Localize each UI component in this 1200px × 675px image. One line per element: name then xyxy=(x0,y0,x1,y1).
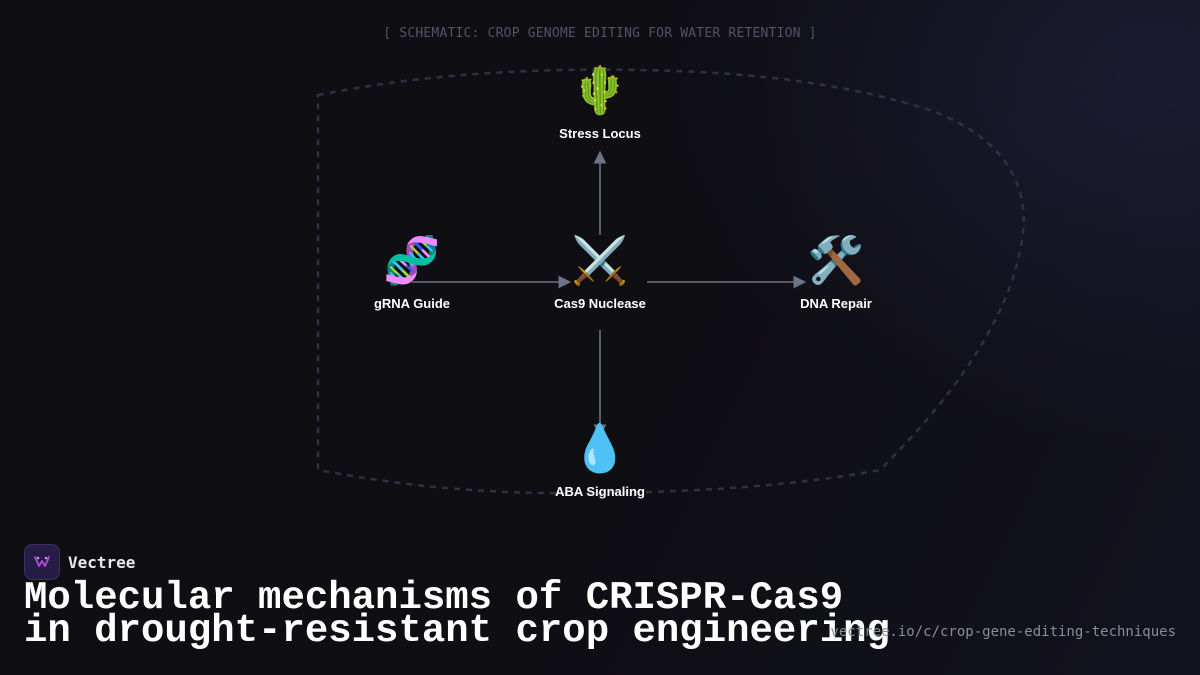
node-aba-signaling: 💧 ABA Signaling xyxy=(520,422,680,499)
node-label: Stress Locus xyxy=(559,126,641,141)
cactus-icon: 🌵 xyxy=(571,63,629,117)
schematic-caption: [ SCHEMATIC: CROP GENOME EDITING FOR WAT… xyxy=(383,26,817,41)
node-grna-guide: 🧬 gRNA Guide xyxy=(332,234,492,311)
node-label: ABA Signaling xyxy=(555,484,645,499)
title-line-1: Molecular mechanisms of CRISPR-Cas9 xyxy=(24,576,844,620)
node-label: DNA Repair xyxy=(800,296,872,311)
brand: Vectree xyxy=(24,544,135,580)
hammer-wrench-icon: 🛠️ xyxy=(807,233,865,287)
node-dna-repair: 🛠️ DNA Repair xyxy=(756,234,916,311)
node-cas9-nuclease: ⚔️ Cas9 Nuclease xyxy=(520,234,680,311)
node-stress-locus: 🌵 Stress Locus xyxy=(520,64,680,141)
title-line-2: in drought-resistant crop engineering xyxy=(24,609,890,653)
droplet-icon: 💧 xyxy=(571,421,629,475)
source-url[interactable]: vectree.io/c/crop-gene-editing-technique… xyxy=(830,624,1176,640)
vectree-logo-icon xyxy=(24,544,60,580)
dna-icon: 🧬 xyxy=(383,233,441,287)
brand-name: Vectree xyxy=(68,552,136,572)
node-label: Cas9 Nuclease xyxy=(554,296,646,311)
node-label: gRNA Guide xyxy=(373,296,451,311)
page-title: Molecular mechanisms of CRISPR-Cas9 in d… xyxy=(24,576,890,653)
crossed-swords-icon: ⚔️ xyxy=(571,233,629,287)
cell-boundary xyxy=(316,68,1025,495)
